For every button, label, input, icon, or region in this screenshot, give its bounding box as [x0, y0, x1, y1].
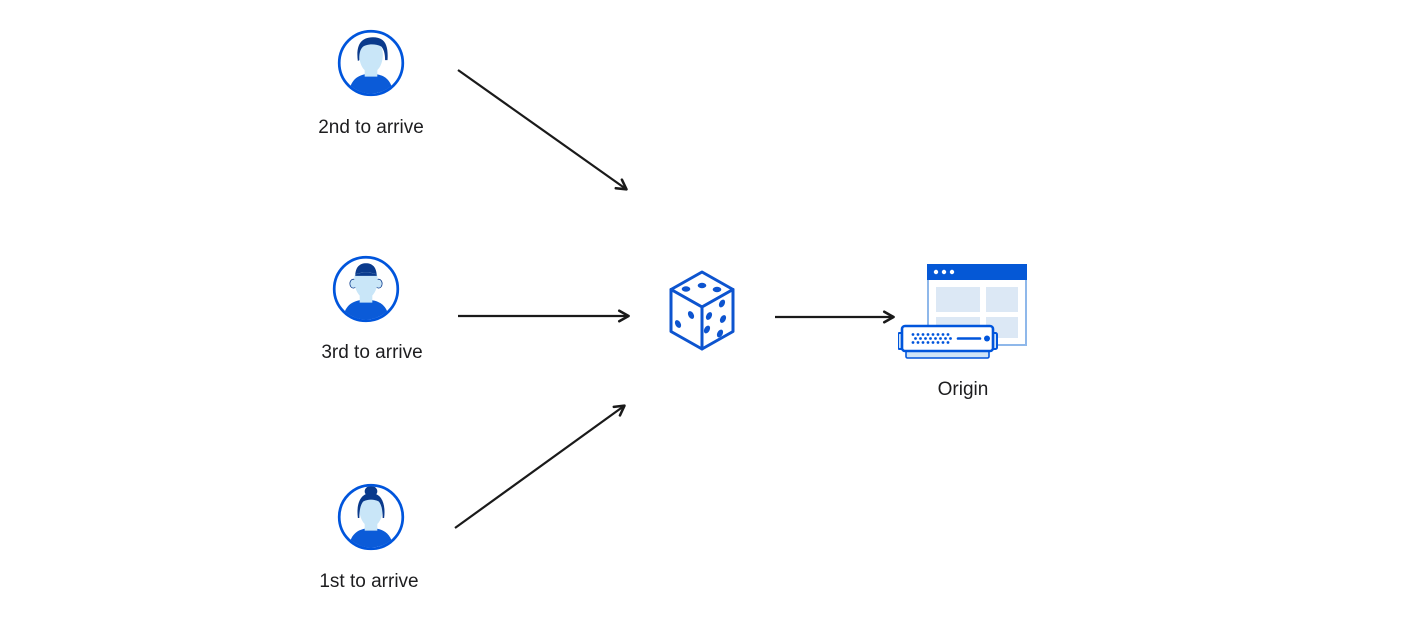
- person-swoop-hair-avatar-icon: [337, 29, 405, 97]
- dice-node: [665, 268, 739, 354]
- client-node-2nd: 2nd to arrive: [318, 28, 424, 138]
- dice-icon: [669, 270, 735, 351]
- origin-node: Origin: [897, 262, 1028, 400]
- server-icon: [897, 324, 998, 359]
- client-label-1st: 1st to arrive: [319, 571, 419, 592]
- origin-server-browser-icon: [897, 264, 1027, 359]
- client-node-1st: 1st to arrive: [319, 482, 419, 592]
- arrow-client-2nd-to-dice: [457, 69, 628, 191]
- client-label-2nd: 2nd to arrive: [318, 117, 424, 138]
- client-label-3rd: 3rd to arrive: [321, 342, 423, 363]
- person-hair-bun-avatar-icon: [337, 483, 405, 551]
- person-flat-top-avatar-icon: [332, 255, 400, 323]
- origin-label: Origin: [937, 379, 989, 400]
- client-node-3rd: 3rd to arrive: [321, 254, 423, 363]
- arrow-client-1st-to-dice: [454, 404, 626, 529]
